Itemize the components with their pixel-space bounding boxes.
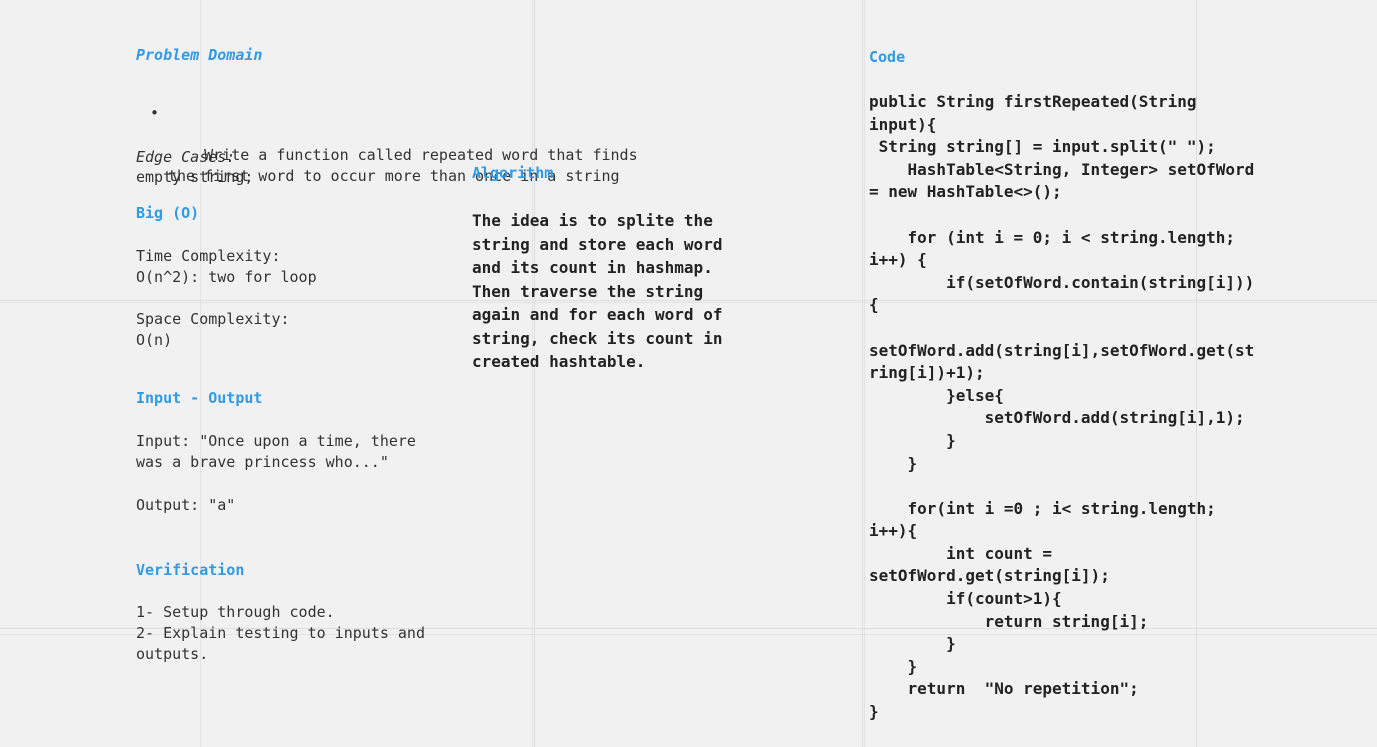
canvas-grid-line: [0, 300, 1377, 301]
problem-domain-list: • Write a function called repeated word …: [136, 65, 638, 227]
algorithm-text: The idea is to splite the string and sto…: [472, 211, 723, 371]
input-output-heading: Input - Output: [136, 389, 263, 407]
code-heading: Code: [869, 48, 906, 66]
canvas-grid-line: [862, 0, 863, 747]
problem-domain-heading: Problem Domain: [136, 46, 263, 64]
time-complexity-label: Time Complexity:: [136, 247, 281, 265]
time-complexity-value: O(n^2): two for loop: [136, 268, 317, 286]
edge-cases-label: Edge Cases:: [136, 148, 236, 166]
canvas-grid-line: [0, 628, 1377, 629]
verification-steps: 1- Setup through code. 2- Explain testin…: [136, 603, 425, 663]
input-example: Input: "Once upon a time, there was a br…: [136, 432, 416, 471]
verification-heading: Verification: [136, 561, 245, 579]
list-item: • Write a function called repeated word …: [136, 103, 638, 208]
canvas-grid-line: [1196, 0, 1197, 747]
space-complexity-value: O(n): [136, 331, 173, 349]
big-o-heading: Big (O): [136, 204, 200, 222]
bullet-icon: •: [150, 104, 160, 122]
code-block: public String firstRepeated(String input…: [869, 92, 1255, 722]
output-example: Output: "a": [136, 496, 236, 514]
canvas-grid-line: [534, 0, 535, 747]
edge-cases-value: empty string;: [136, 168, 254, 186]
space-complexity-label: Space Complexity:: [136, 310, 290, 328]
problem-domain-text: Write a function called repeated word th…: [168, 146, 638, 185]
algorithm-heading: Algorithm: [472, 164, 554, 182]
